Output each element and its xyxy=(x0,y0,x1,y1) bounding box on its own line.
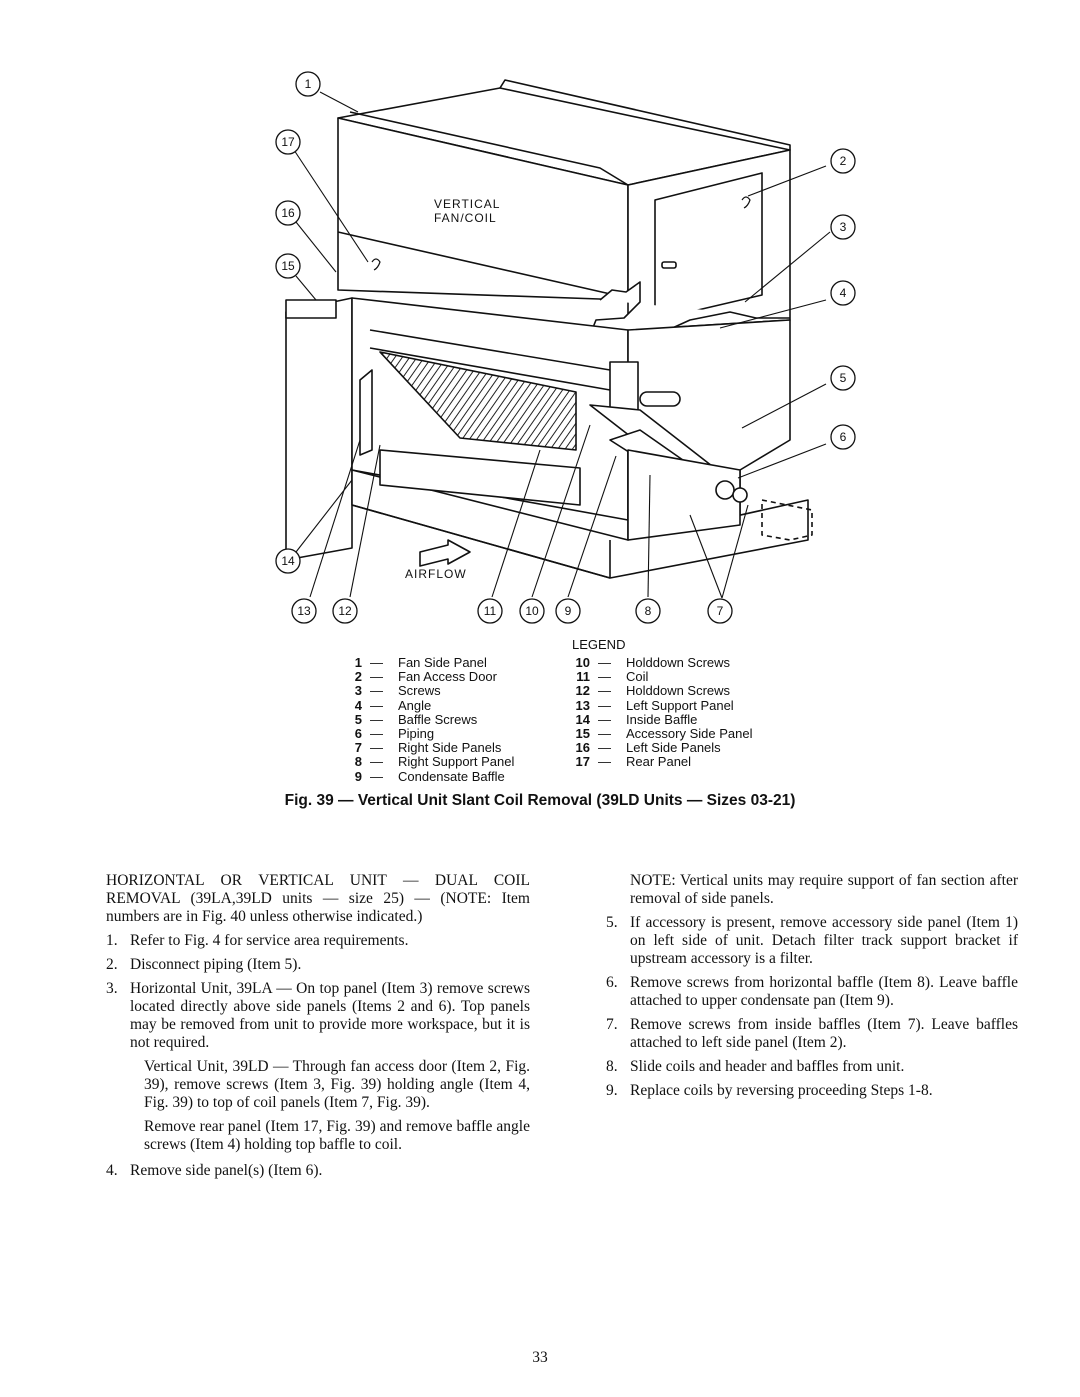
top-lid-strip xyxy=(349,111,629,186)
step-4: 4.Remove side panel(s) (Item 6). xyxy=(106,1162,323,1179)
figure-caption: Fig. 39 — Vertical Unit Slant Coil Remov… xyxy=(284,792,796,809)
step-6: 6.Remove screws from horizontal baffle (… xyxy=(606,974,1018,1009)
svg-text:17: 17 xyxy=(281,135,295,149)
svg-text:6: 6 xyxy=(840,430,847,444)
step-7: 7.Remove screws from inside baffles (Ite… xyxy=(606,1016,1018,1051)
callout-14: 14 xyxy=(275,548,301,574)
step-5: 5.If accessory is present, remove access… xyxy=(606,914,1018,967)
svg-text:15: 15 xyxy=(281,259,295,273)
coil-cabinet-left-panel xyxy=(285,297,353,561)
callout-9: 9 xyxy=(555,598,581,624)
airflow-label: AIRFLOW xyxy=(405,567,467,581)
callout-8: 8 xyxy=(635,598,661,624)
step-3-rear-panel: Remove rear panel (Item 17, Fig. 39) and… xyxy=(144,1118,530,1153)
step-8: 8.Slide coils and header and baffles fro… xyxy=(606,1058,905,1075)
step-1: 1.Refer to Fig. 4 for service area requi… xyxy=(106,932,409,949)
note: NOTE: Vertical units may require support… xyxy=(630,872,1018,907)
svg-text:7: 7 xyxy=(717,604,724,618)
accessory-side-panel xyxy=(285,299,337,319)
callout-4: 4 xyxy=(830,280,856,306)
callout-15: 15 xyxy=(275,253,301,279)
unit-label-line2: FAN/COIL xyxy=(434,211,497,225)
svg-text:3: 3 xyxy=(840,220,847,234)
condensate-pan xyxy=(379,449,581,506)
svg-text:5: 5 xyxy=(840,371,847,385)
callout-6: 6 xyxy=(830,424,856,450)
step-3-vertical-unit: Vertical Unit, 39LD — Through fan access… xyxy=(144,1058,530,1111)
svg-text:16: 16 xyxy=(281,206,295,220)
svg-text:8: 8 xyxy=(645,604,652,618)
legend-title: LEGEND xyxy=(572,637,626,652)
callout-12: 12 xyxy=(332,598,358,624)
callout-13: 13 xyxy=(291,598,317,624)
svg-text:11: 11 xyxy=(484,604,497,618)
svg-text:2: 2 xyxy=(840,154,847,168)
callout-5: 5 xyxy=(830,365,856,391)
svg-text:4: 4 xyxy=(840,286,847,300)
callout-2: 2 xyxy=(830,148,856,174)
left-column: HORIZONTAL OR VERTICAL UNIT — DUAL COIL … xyxy=(106,872,530,1180)
svg-text:12: 12 xyxy=(338,604,352,618)
step-9: 9.Replace coils by reversing proceeding … xyxy=(606,1082,933,1099)
svg-text:14: 14 xyxy=(281,554,295,568)
callout-7: 7 xyxy=(707,598,733,624)
callout-16: 16 xyxy=(275,200,301,226)
section-intro: HORIZONTAL OR VERTICAL UNIT — DUAL COIL … xyxy=(106,872,530,925)
right-column: NOTE: Vertical units may require support… xyxy=(606,872,1018,1100)
svg-text:1: 1 xyxy=(305,77,312,91)
slant-coil xyxy=(379,351,577,451)
unit-label-line1: VERTICAL xyxy=(434,197,500,211)
svg-text:10: 10 xyxy=(525,604,539,618)
svg-text:13: 13 xyxy=(297,604,311,618)
coil-removal-diagram: VERTICAL FAN/COIL AIRFLOW 1 17 16 15 2 3… xyxy=(275,71,856,624)
step-2: 2.Disconnect piping (Item 5). xyxy=(106,956,302,973)
callout-17: 17 xyxy=(275,129,301,155)
callout-1: 1 xyxy=(295,71,321,97)
page-number: 33 xyxy=(532,1349,548,1366)
airflow-arrow-shape xyxy=(419,539,471,567)
svg-text:9: 9 xyxy=(565,604,572,618)
callout-11: 11 xyxy=(477,598,503,624)
right-support-panel xyxy=(627,449,741,541)
step-3: 3.Horizontal Unit, 39LA — On top panel (… xyxy=(106,980,530,1051)
callout-3: 3 xyxy=(830,214,856,240)
callout-10: 10 xyxy=(519,598,545,624)
piping xyxy=(639,391,681,407)
fan-access-door xyxy=(654,172,763,321)
